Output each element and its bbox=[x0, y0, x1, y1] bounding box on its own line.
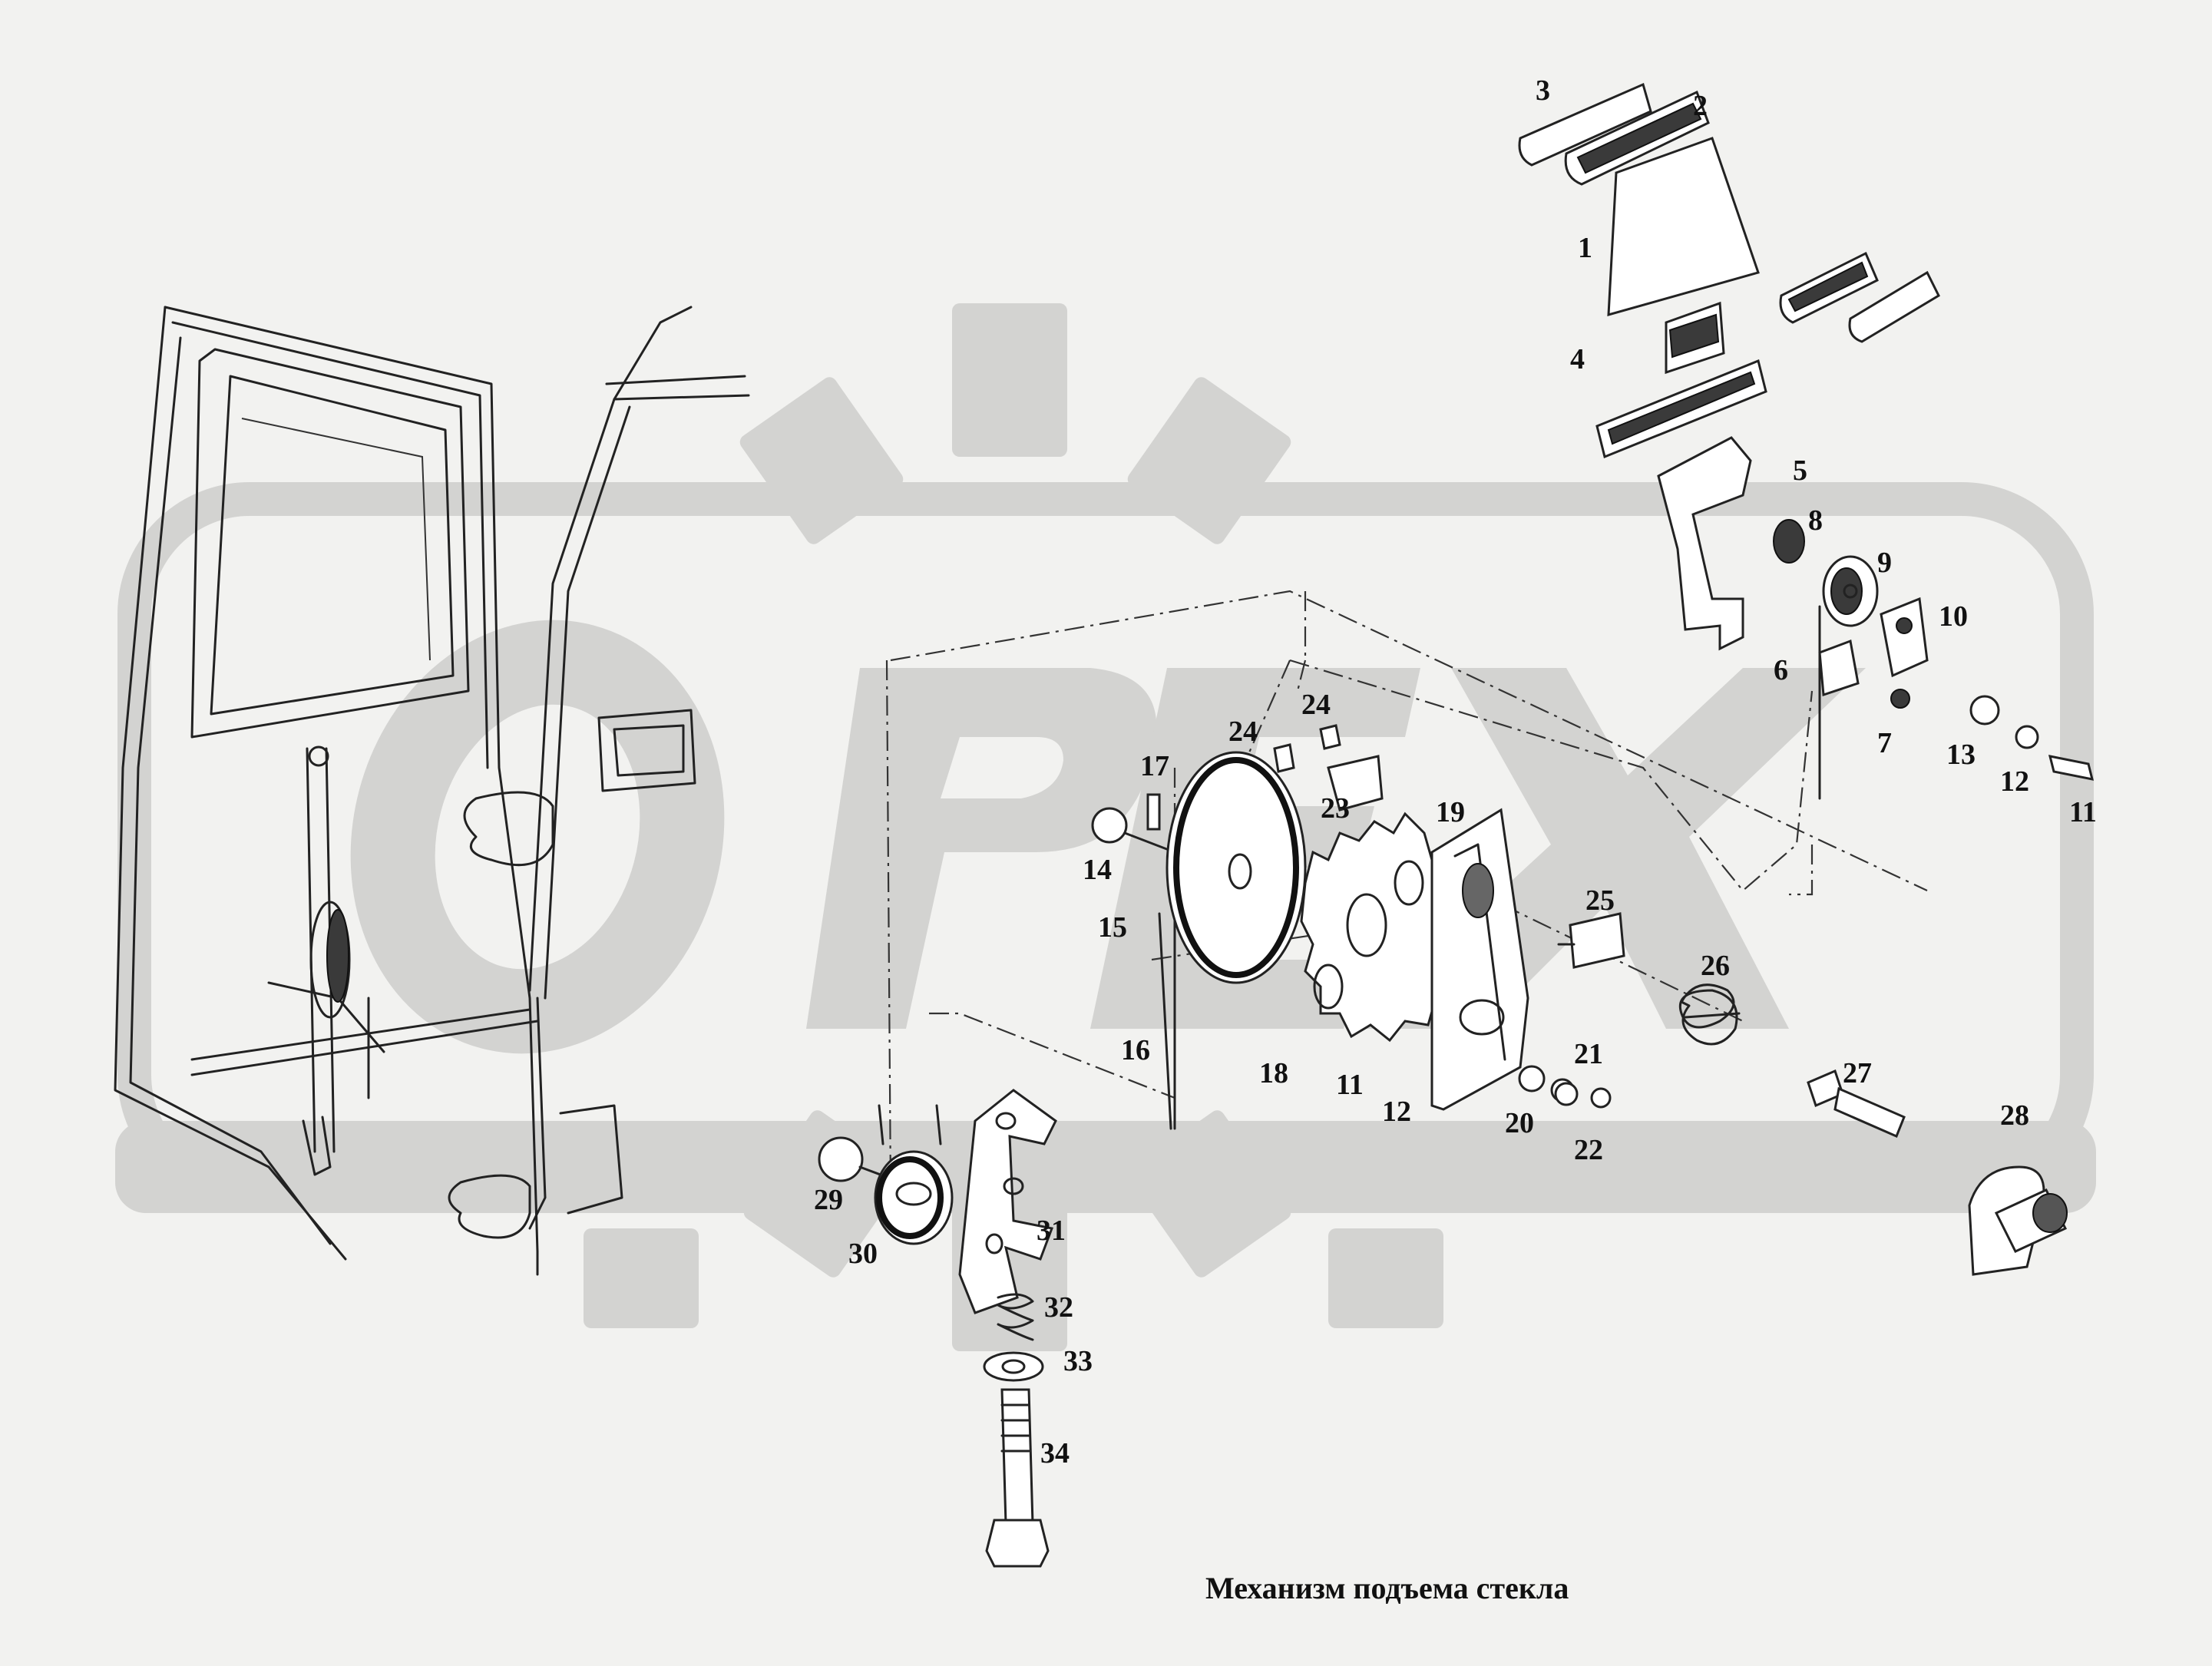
top-seals bbox=[1518, 82, 1710, 186]
washers-nut bbox=[1518, 1065, 1612, 1109]
glass-pane bbox=[1607, 137, 1760, 317]
callout: 19 bbox=[1436, 796, 1465, 828]
callout: 2 bbox=[1693, 90, 1708, 122]
callout: 12 bbox=[1382, 1096, 1411, 1128]
callout: 22 bbox=[1574, 1134, 1603, 1166]
bolt-27 bbox=[1807, 1069, 1906, 1138]
callout: 11 bbox=[2069, 796, 2097, 828]
callout: 1 bbox=[1578, 232, 1592, 264]
callout: 24 bbox=[1228, 716, 1258, 748]
callout: 34 bbox=[1040, 1437, 1070, 1469]
callout: 17 bbox=[1140, 750, 1169, 782]
door-frame-drawing bbox=[114, 306, 750, 1276]
boss-mount bbox=[1968, 1165, 2068, 1276]
callout: 32 bbox=[1044, 1291, 1073, 1324]
callout: 26 bbox=[1701, 950, 1730, 982]
callout: 3 bbox=[1536, 74, 1550, 107]
callout: 25 bbox=[1585, 884, 1615, 917]
callout: 10 bbox=[1939, 600, 1968, 633]
callout: 16 bbox=[1121, 1034, 1150, 1066]
callout: 20 bbox=[1505, 1107, 1534, 1139]
diagram-caption: Механизм подъема стекла bbox=[1205, 1571, 1569, 1605]
callout: 27 bbox=[1843, 1057, 1872, 1089]
callout: 13 bbox=[1946, 739, 1976, 771]
callout: 29 bbox=[814, 1184, 843, 1216]
mounting-plate bbox=[1430, 808, 1529, 1111]
callout: 23 bbox=[1321, 792, 1350, 825]
support-bracket bbox=[958, 1089, 1057, 1314]
clamp-and-screws bbox=[1273, 724, 1384, 812]
callout: 7 bbox=[1877, 727, 1892, 759]
callout: 5 bbox=[1793, 455, 1807, 487]
callout: 30 bbox=[848, 1238, 878, 1270]
callout: 28 bbox=[2000, 1099, 2029, 1132]
callout: 4 bbox=[1570, 343, 1585, 375]
upper-bracket-pulley bbox=[1657, 436, 1929, 800]
callout: 21 bbox=[1574, 1038, 1603, 1070]
callout: 6 bbox=[1774, 654, 1788, 686]
switch-block bbox=[1557, 912, 1625, 969]
callout: 24 bbox=[1301, 689, 1331, 721]
callout: 11 bbox=[1336, 1069, 1364, 1101]
callout: 18 bbox=[1259, 1057, 1288, 1089]
callout: 8 bbox=[1808, 504, 1823, 537]
callout: 14 bbox=[1083, 854, 1112, 886]
callout: 15 bbox=[1098, 911, 1127, 944]
callout: 31 bbox=[1037, 1215, 1066, 1247]
small-hardware-right bbox=[1969, 695, 2095, 781]
callout: 9 bbox=[1877, 547, 1892, 579]
callout: 33 bbox=[1063, 1345, 1093, 1377]
lower-channels bbox=[1595, 251, 1940, 459]
callout-labels: 1 2 3 4 5 6 7 8 9 10 11 12 13 11 12 14 1… bbox=[814, 74, 2097, 1469]
cable-end bbox=[1146, 793, 1161, 831]
spring-washer-bolt bbox=[983, 1293, 1050, 1568]
small-pulley bbox=[818, 1104, 954, 1245]
watermark-logo bbox=[115, 303, 2096, 1351]
spring bbox=[1679, 983, 1741, 1046]
callout: 12 bbox=[2000, 765, 2029, 798]
